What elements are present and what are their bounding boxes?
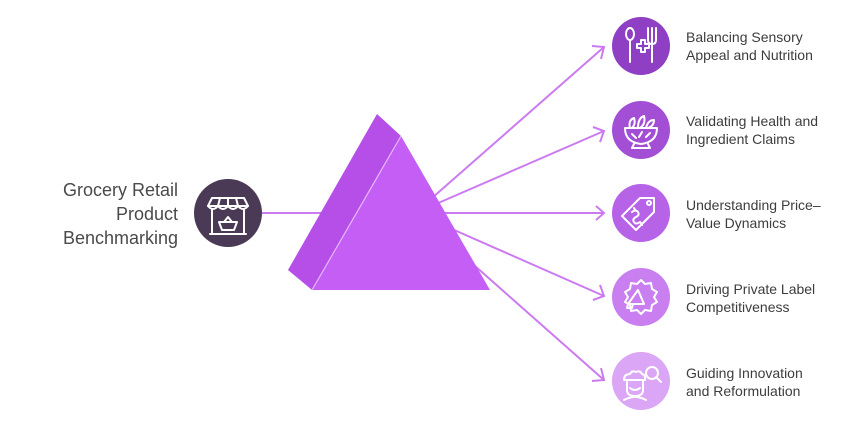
megaphone-badge-icon [624, 279, 658, 315]
output-label-2-line-2: Ingredient Claims [686, 131, 795, 147]
output-label-3-line-2: Value Dynamics [686, 215, 787, 231]
output-label-2: Validating Health and Ingredient Claims [686, 112, 856, 148]
market-stall-icon [207, 197, 249, 235]
output-icon-4 [612, 268, 670, 326]
output-label-1: Balancing Sensory Appeal and Nutrition [686, 28, 856, 64]
output-label-3: Understanding Price– Value Dynamics [686, 196, 856, 232]
output-icon-5 [612, 352, 670, 410]
output-arrows [431, 45, 606, 382]
source-title-line-1: Grocery Retail [62, 180, 178, 200]
chef-search-icon [623, 366, 662, 401]
output-label-5: Guiding Innovation and Reformulation [686, 364, 856, 400]
output-label-1-line-1: Balancing Sensory [686, 29, 803, 45]
arrow-1 [431, 46, 605, 199]
arrowhead-1 [591, 45, 606, 60]
price-tag-icon [621, 197, 655, 231]
output-label-4-line-2: Competitiveness [686, 299, 790, 315]
arrow-4 [435, 221, 605, 297]
prism-side-face [288, 114, 401, 290]
arrow-2 [435, 130, 605, 205]
prism [288, 114, 490, 291]
output-label-2-line-1: Validating Health and [686, 113, 819, 129]
spoon-fork-health-icon [625, 27, 657, 63]
source-icon [194, 179, 262, 247]
output-icon-3 [612, 184, 670, 242]
output-label-4-line-1: Driving Private Label [686, 281, 816, 297]
prism-front-face [312, 136, 490, 290]
source-title: Grocery Retail Product Benchmarking [20, 178, 178, 250]
output-label-5-line-2: and Reformulation [686, 383, 801, 399]
prism-edge [311, 135, 402, 291]
output-icon-1 [612, 17, 670, 75]
arrowhead-4 [592, 284, 606, 301]
output-label-5-line-1: Guiding Innovation [686, 365, 803, 381]
arrowhead-5 [591, 367, 606, 382]
arrowhead-3 [595, 205, 606, 221]
output-label-4: Driving Private Label Competitiveness [686, 280, 856, 316]
output-icon-2 [612, 101, 670, 159]
salad-bowl-icon [624, 115, 658, 149]
arrowhead-2 [592, 126, 606, 143]
output-label-3-line-1: Understanding Price– [686, 197, 821, 213]
source-title-line-2: Product [115, 204, 178, 224]
source-title-line-3: Benchmarking [62, 228, 178, 248]
output-label-1-line-2: Appeal and Nutrition [686, 47, 813, 63]
